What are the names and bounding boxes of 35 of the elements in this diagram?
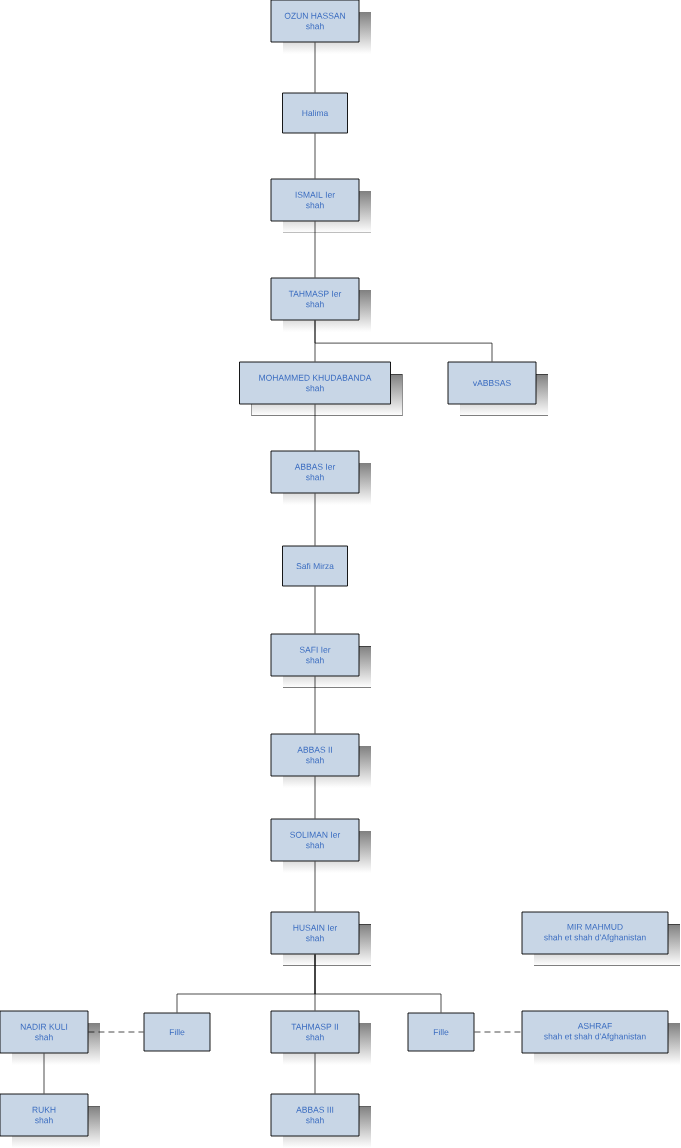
connector-line	[314, 861, 316, 912]
connector-line	[314, 404, 316, 451]
person-box: TAHMASP II shah	[270, 1010, 371, 1065]
connector-line	[314, 221, 316, 278]
connector-line	[314, 320, 493, 362]
person-box: ISMAIL Ier shah	[270, 178, 371, 233]
person-box: RUKH shah	[0, 1093, 100, 1148]
connector-line	[474, 1031, 522, 1033]
connector-line	[43, 1053, 45, 1094]
connector-line	[314, 1053, 316, 1094]
person-box: Fille	[143, 1012, 211, 1052]
connector-line	[314, 42, 316, 93]
person-box: MOHAMMED KHUDABANDA shah	[239, 361, 403, 416]
connector-line	[314, 776, 316, 819]
person-box: NADIR KULI shah	[0, 1010, 100, 1065]
person-box: SOLIMAN Ier shah	[270, 818, 371, 873]
connector-line	[314, 133, 316, 179]
person-box: SAFI Ier shah	[270, 633, 371, 688]
person-box: Fille	[407, 1012, 475, 1052]
person-box: Safi Mirza	[282, 545, 348, 587]
person-box: TAHMASP Ier shah	[270, 277, 371, 332]
connector-line	[314, 676, 316, 734]
person-box: ABBAS Ier shah	[270, 450, 371, 505]
person-box: ABBAS III shah	[270, 1093, 371, 1148]
person-box: vABBSAS	[447, 361, 548, 416]
connector-line	[314, 954, 442, 1013]
person-box: ABBAS II shah	[270, 733, 371, 788]
person-box: OZUN HASSAN shah	[270, 0, 371, 54]
connector-line	[314, 493, 316, 546]
connector-line	[314, 586, 316, 634]
person-box: MIR MAHMUD shah et shah d'Afghanistan	[521, 911, 680, 966]
person-box: HUSAIN Ier shah	[270, 911, 371, 966]
connector-line	[88, 1031, 144, 1033]
person-box: ASHRAF shah et shah d'Afghanistan	[521, 1010, 680, 1065]
person-box: Halima	[282, 92, 348, 134]
